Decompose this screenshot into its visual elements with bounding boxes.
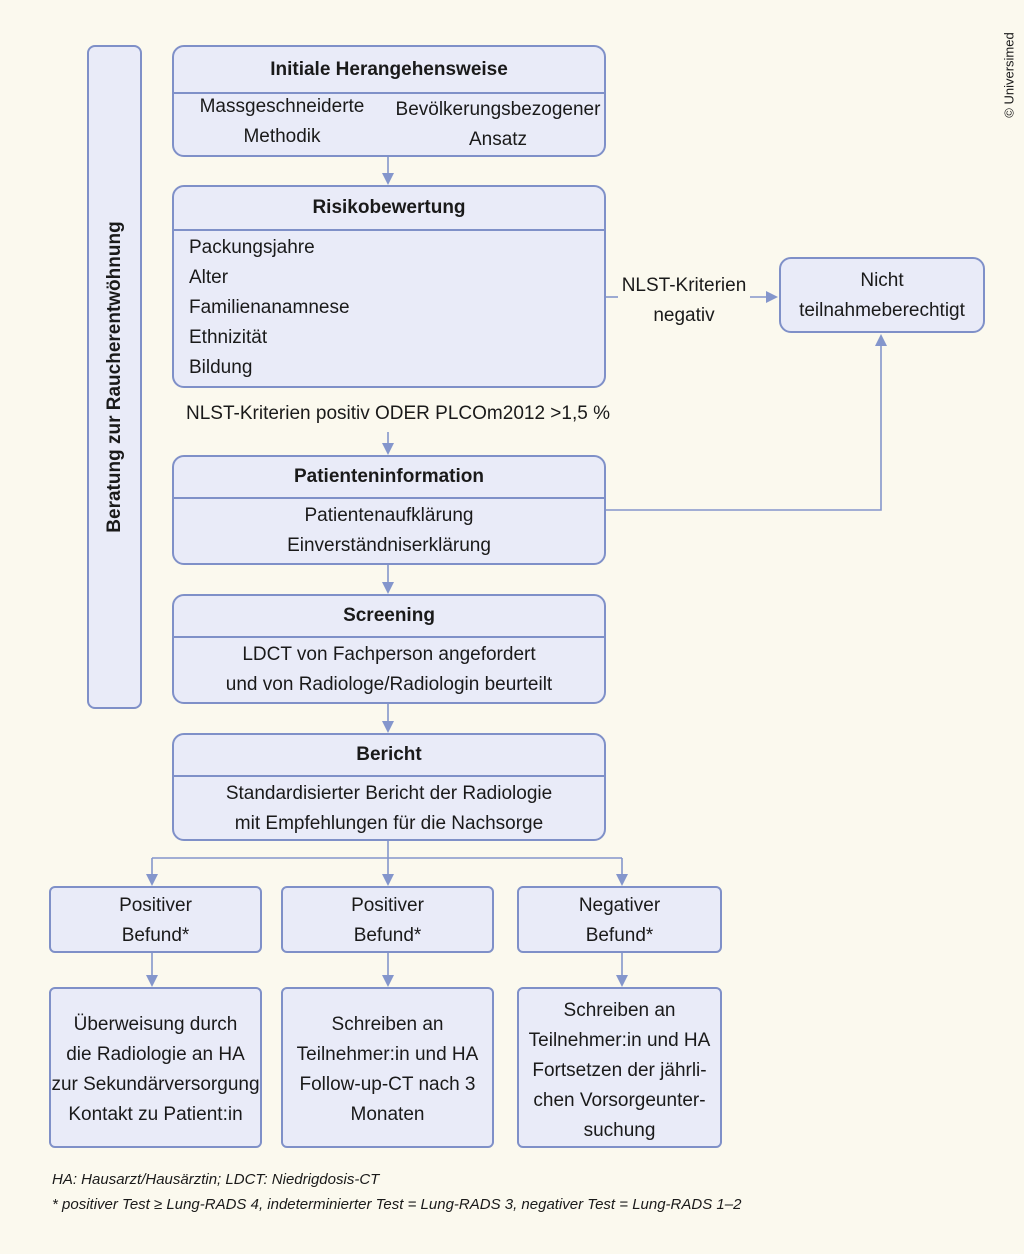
- initial-left-line-1: Massgeschneiderte: [199, 96, 365, 117]
- box-not-eligible: Nicht teilnahmeberechtigt: [779, 257, 985, 333]
- initial-right-line-2: Ansatz: [468, 129, 528, 150]
- box-risk-assessment-title: Risikobewertung: [174, 187, 604, 231]
- action-line: chen Vorsorgeunter-: [533, 1090, 706, 1111]
- initial-right-text: Bevölkerungsbezogener Ansatz: [390, 95, 604, 155]
- initial-left-line-2: Methodik: [243, 126, 321, 147]
- box-initial-approach: Initiale Herangehensweise Massgeschneide…: [172, 45, 606, 157]
- footnote-lung-rads: * positiver Test ≥ Lung-RADS 4, indeterm…: [52, 1196, 742, 1213]
- copyright-notice: © Universimed: [1001, 32, 1017, 118]
- patient-information-line-1: Patientenaufklärung: [304, 505, 474, 526]
- box-result-negative: Negativer Befund*: [517, 886, 722, 953]
- risk-factor-item: Bildung: [189, 357, 253, 378]
- edge-label-nlst-negative: NLST-Kriterien negativ: [618, 271, 750, 331]
- screening-line-1: LDCT von Fachperson angefordert: [242, 644, 536, 665]
- action-line: Teilnehmer:in und HA: [296, 1044, 479, 1065]
- edge-label-line: negativ: [653, 305, 715, 326]
- result-line-2: Befund*: [121, 925, 190, 946]
- action-line: Kontakt zu Patient:in: [68, 1104, 243, 1125]
- result-line-2: Befund*: [585, 925, 654, 946]
- sidebar-label: Beratung zur Raucherentwöhnung: [103, 221, 125, 533]
- sidebar-smoking-cessation: Beratung zur Raucherentwöhnung: [87, 45, 142, 709]
- edge-label-line: NLST-Kriterien: [621, 275, 747, 296]
- arrow-patient-info-to-not-eligible: [606, 334, 887, 511]
- action-line: zur Sekundärversorgung: [51, 1074, 260, 1095]
- box-result-positive-1: Positiver Befund*: [49, 886, 262, 953]
- risk-factor-list: Packungsjahre Alter Familienanamnese Eth…: [174, 231, 604, 383]
- action-text: Schreiben an Teilnehmer:in und HA Fortse…: [519, 989, 720, 1146]
- box-screening: Screening LDCT von Fachperson angeforder…: [172, 594, 606, 704]
- action-line: Überweisung durch: [73, 1014, 238, 1035]
- report-line-1: Standardisierter Bericht der Radiologie: [225, 783, 553, 804]
- action-line: die Radiologie an HA: [66, 1044, 245, 1065]
- box-action-annual-screening: Schreiben an Teilnehmer:in und HA Fortse…: [517, 987, 722, 1148]
- box-action-referral: Überweisung durch die Radiologie an HA z…: [49, 987, 262, 1148]
- result-line-1: Positiver: [119, 895, 192, 916]
- action-text: Überweisung durch die Radiologie an HA z…: [51, 989, 260, 1130]
- box-result-positive-2: Positiver Befund*: [281, 886, 494, 953]
- result-line-2: Befund*: [353, 925, 422, 946]
- action-line: Follow-up-CT nach 3: [299, 1074, 476, 1095]
- action-line: Monaten: [350, 1104, 425, 1125]
- box-patient-information-title: Patienteninformation: [174, 457, 604, 499]
- footnote-abbreviations: HA: Hausarzt/Hausärztin; LDCT: Niedrigdo…: [52, 1171, 380, 1188]
- action-line: Teilnehmer:in und HA: [528, 1030, 711, 1051]
- screening-line-2: und von Radiologe/Radiologin beurteilt: [225, 674, 553, 695]
- box-action-followup: Schreiben an Teilnehmer:in und HA Follow…: [281, 987, 494, 1148]
- screening-text: LDCT von Fachperson angefordert und von …: [174, 638, 604, 700]
- initial-left-text: Massgeschneiderte Methodik: [174, 92, 390, 152]
- risk-factor-item: Familienanamnese: [189, 297, 350, 318]
- action-text: Schreiben an Teilnehmer:in und HA Follow…: [283, 989, 492, 1130]
- not-eligible-text: Nicht teilnahmeberechtigt: [781, 259, 983, 326]
- not-eligible-line-2: teilnahmeberechtigt: [799, 300, 965, 321]
- box-report: Bericht Standardisierter Bericht der Rad…: [172, 733, 606, 841]
- result-text: Positiver Befund*: [51, 888, 260, 951]
- box-risk-assessment: Risikobewertung Packungsjahre Alter Fami…: [172, 185, 606, 388]
- risk-factor-item: Packungsjahre: [189, 237, 315, 258]
- result-text: Positiver Befund*: [283, 888, 492, 951]
- not-eligible-line-1: Nicht: [860, 270, 904, 291]
- risk-factor-item: Ethnizität: [189, 327, 268, 348]
- action-line: suchung: [583, 1120, 656, 1141]
- report-text: Standardisierter Bericht der Radiologie …: [174, 777, 604, 839]
- action-line: Schreiben an: [563, 1000, 676, 1021]
- result-text: Negativer Befund*: [519, 888, 720, 951]
- box-patient-information: Patienteninformation Patientenaufklärung…: [172, 455, 606, 565]
- risk-factor-item: Alter: [189, 267, 229, 288]
- result-line-1: Positiver: [351, 895, 424, 916]
- edge-label-nlst-positive: NLST-Kriterien positiv ODER PLCOm2012 >1…: [186, 403, 610, 424]
- box-initial-approach-title: Initiale Herangehensweise: [174, 47, 604, 94]
- patient-information-text: Patientenaufklärung Einverständniserklär…: [174, 499, 604, 561]
- action-line: Schreiben an: [331, 1014, 444, 1035]
- initial-right-line-1: Bevölkerungsbezogener: [395, 99, 601, 120]
- action-line: Fortsetzen der jährli-: [532, 1060, 707, 1081]
- report-line-2: mit Empfehlungen für die Nachsorge: [234, 813, 544, 834]
- result-line-1: Negativer: [578, 895, 661, 916]
- box-screening-title: Screening: [174, 596, 604, 638]
- patient-information-line-2: Einverständniserklärung: [287, 535, 491, 556]
- box-report-title: Bericht: [174, 735, 604, 777]
